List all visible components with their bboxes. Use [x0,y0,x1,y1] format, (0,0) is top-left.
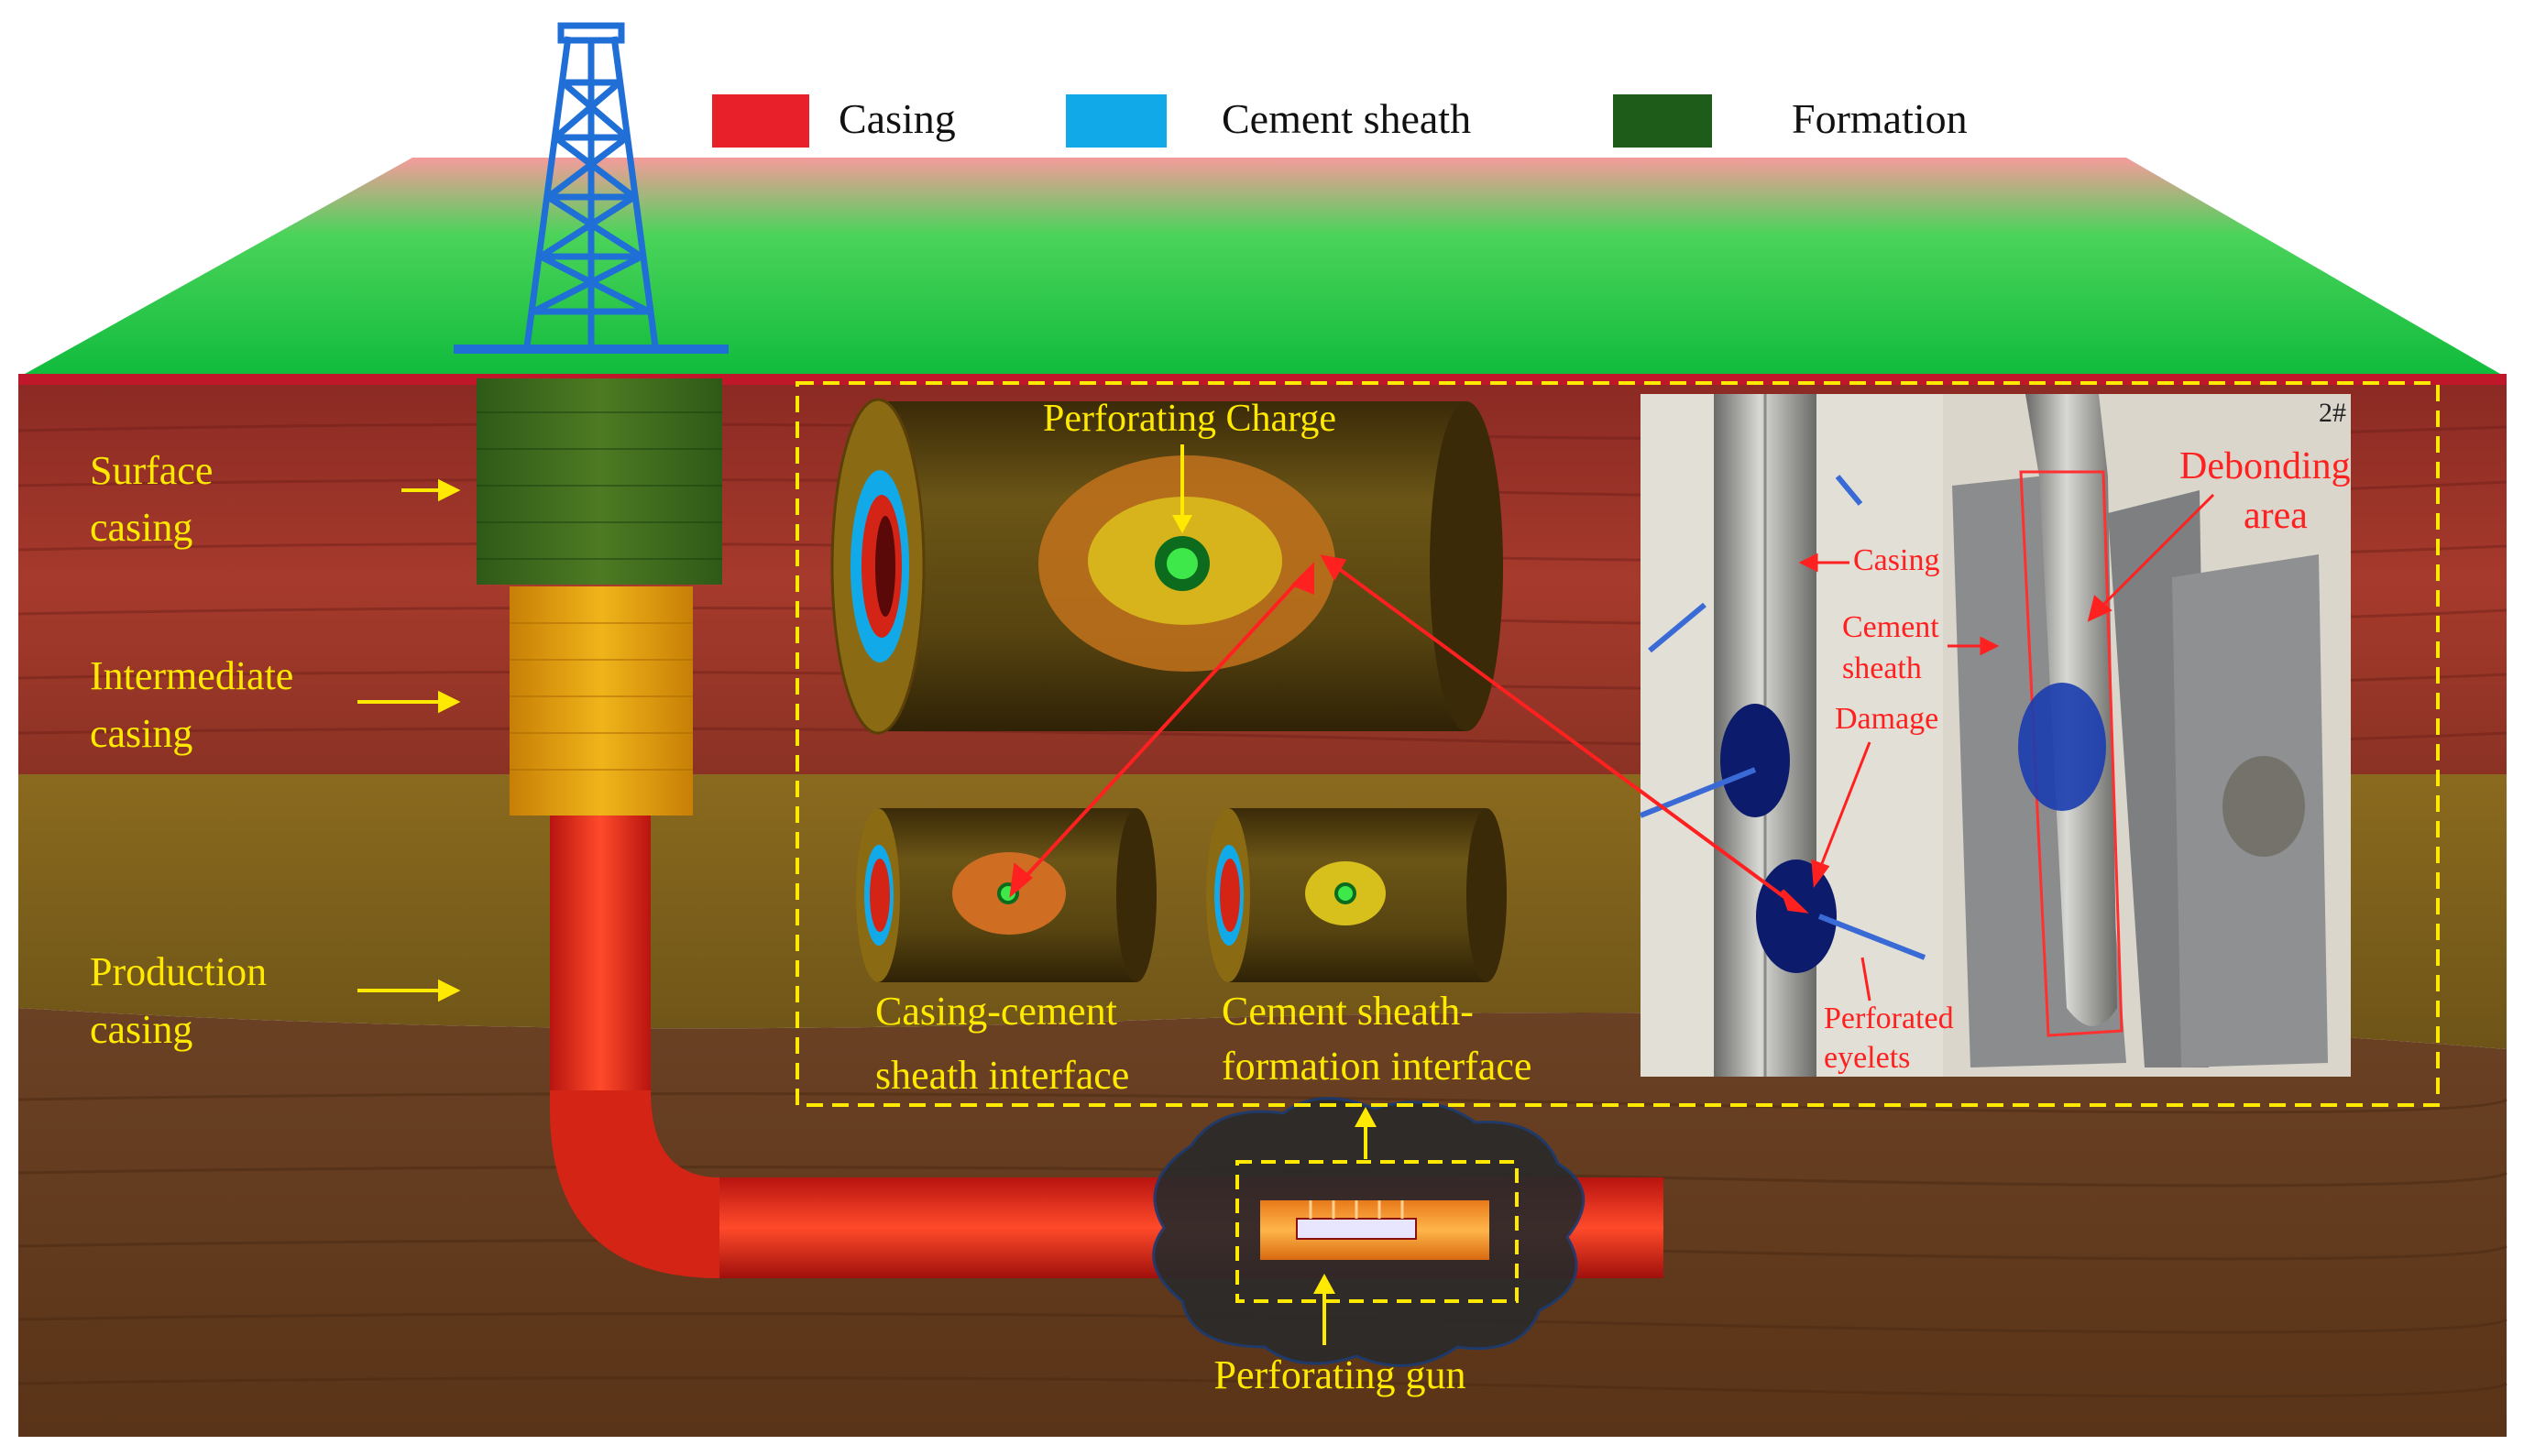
production-casing-line1: Production [90,949,267,994]
damage-pointer-head [1811,859,1830,889]
photo-annotation-arrows [1798,493,2215,1002]
photo-cement-line1: Cement [1842,610,1939,644]
intermediate-casing-column [510,586,693,816]
legend-cement-swatch [1066,94,1167,148]
arrow-charge-to-photo [1336,566,1794,904]
surface-casing-line2: casing [90,505,192,550]
cyl2-dot [1334,882,1356,904]
sheath-formation-line2: formation interface [1222,1044,1531,1089]
photo-sample-number: 2# [2319,398,2346,428]
surface-casing-texture [477,411,722,560]
photo-damage-label: Damage [1835,702,1938,736]
debonding-pointer-head [2087,595,2112,622]
legend-cement-label: Cement sheath [1222,95,1471,142]
arrow-interface-head [1009,862,1034,898]
surface-casing-column [477,378,722,585]
cyl2-back-cap [1466,808,1507,982]
surface-casing-line1: Surface [90,448,213,493]
photo-right-damage [2018,683,2106,811]
legend-formation-swatch [1613,94,1712,148]
casing-cement-cylinder [856,808,1157,982]
perforating-gun-spikes [1309,1200,1404,1219]
production-arrowhead [438,979,461,1002]
large-cylinder [830,398,1503,735]
perforating-gun-frame [1235,1160,1519,1303]
perforating-gun-charges [1296,1218,1417,1240]
cement-pointer-head [1980,636,2000,656]
legend-casing-label: Casing [839,95,956,142]
arrow-charge-head [1290,562,1314,595]
surface-arrowhead [438,478,461,502]
sheath-formation-label: Cement sheath- formation interface [1222,989,1531,1089]
photo-right-block-damage [2222,756,2305,857]
casing-pointer-head [1798,553,1818,573]
charge-arrowhead [1172,515,1192,533]
perforating-charge-core [1167,548,1198,579]
photo-wire-1 [1648,602,1706,653]
legend: Casing Cement sheath Formation [712,94,1968,148]
photo-wire-4 [1835,475,1863,506]
arrow-photo-head [1781,889,1809,914]
casing-cement-line1: Casing-cement [875,989,1117,1034]
photo-casing-label: Casing [1853,543,1939,577]
intermediate-casing-texture [510,622,693,771]
detail-frame [796,381,2440,1107]
production-casing-label: Production casing [90,949,267,1052]
gun-label-arrowhead [1313,1274,1335,1294]
cyl1-back-cap [1116,808,1157,982]
photo-debonding-line2: area [2244,495,2308,537]
legend-casing-swatch [712,94,809,148]
casing-cement-line2: sheath interface [875,1053,1129,1098]
cyl1-casing-ring [870,859,890,932]
legend-formation-label: Formation [1792,95,1968,142]
derrick-icon [523,22,659,347]
perforating-charge-label: Perforating Charge [1043,398,1336,440]
debonding-pointer [2097,493,2215,611]
photo-cement-line2: sheath [1842,651,1922,685]
ground-surface [18,158,2507,378]
production-casing-vertical [550,816,651,1090]
photo-perforated-line1: Perforated [1824,1002,1954,1035]
production-casing-bend [550,1090,719,1278]
perforated-pointer [1860,957,1871,1002]
intermediate-arrowhead [438,690,461,714]
photo-perforated-line2: eyelets [1824,1041,1910,1075]
arrow-charge-to-interface [1023,575,1303,880]
intermediate-casing-line2: casing [90,711,192,756]
connection-arrows [1009,554,1809,914]
surface-casing-label: Surface casing [90,448,213,550]
photo-left-damage-2 [1756,859,1837,973]
production-casing-line2: casing [90,1007,192,1052]
photo-wire-3 [1817,914,1926,960]
photo-left-damage-1 [1720,704,1790,817]
sheath-formation-cylinder [1206,808,1507,982]
arrow-charge-photo-tail [1320,554,1347,582]
large-cylinder-bore [875,516,895,617]
photo-debonding-line1: Debonding [2179,445,2351,487]
perforating-gun-label: Perforating gun [1214,1352,1466,1397]
photo-wire-2 [1639,767,1757,818]
gun-up-arrowhead [1355,1107,1377,1127]
left-arrows [357,478,461,1002]
sheath-formation-line1: Cement sheath- [1222,989,1474,1034]
damage-pointer [1817,741,1871,871]
casing-cement-label: Casing-cement sheath interface [875,989,1129,1098]
photo-panel: 2# [1639,394,2351,1077]
derrick-base [454,345,729,354]
cyl2-casing-ring [1220,859,1240,932]
intermediate-casing-label: Intermediate casing [90,653,293,756]
intermediate-casing-line1: Intermediate [90,653,293,698]
photo-debonding-outline [2019,470,2123,1037]
photo-annotations: Casing Cement sheath Damage Perforated e… [1824,445,2351,1075]
